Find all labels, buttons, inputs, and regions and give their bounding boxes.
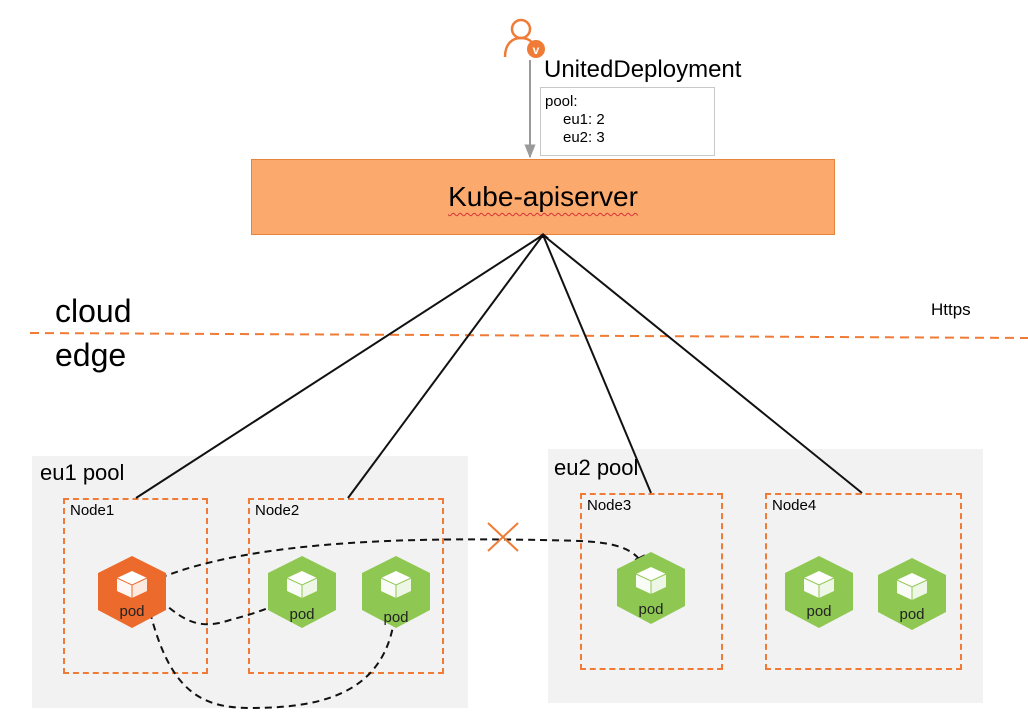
traffic-to-node2-pod2 bbox=[149, 592, 402, 710]
traffic-to-node2-pod1 bbox=[159, 593, 295, 626]
apiserver-label: Kube-apiserver bbox=[448, 181, 638, 212]
node-label: Node4 bbox=[772, 497, 817, 514]
protocol-label: Https bbox=[931, 300, 971, 319]
pod-node2-2: pod bbox=[362, 556, 430, 628]
pod-node1-1: pod bbox=[98, 556, 166, 628]
pod-label: pod bbox=[383, 609, 408, 626]
pod-label: pod bbox=[899, 606, 924, 623]
resource-spec: pool: eu1: 2 eu2: 3 bbox=[540, 87, 715, 156]
node-label: Node3 bbox=[587, 497, 632, 514]
traffic-to-node3-pod bbox=[159, 538, 646, 579]
node-node3: Node3 bbox=[580, 493, 723, 670]
edge-label: edge bbox=[55, 337, 127, 373]
pod-node4-1: pod bbox=[785, 556, 853, 628]
node-node1: Node1 bbox=[63, 498, 208, 674]
resource-title: UnitedDeployment bbox=[544, 56, 742, 83]
kube-apiserver-box: Kube-apiserver bbox=[251, 159, 835, 235]
node-node4: Node4 bbox=[765, 493, 962, 670]
pod-label: pod bbox=[119, 603, 144, 620]
pod-node4-2: pod bbox=[878, 558, 946, 630]
box-icon bbox=[635, 567, 667, 594]
connection-node2 bbox=[347, 234, 544, 499]
box-icon bbox=[380, 571, 412, 598]
connection-node3 bbox=[542, 234, 652, 494]
spec-line: eu1: 2 bbox=[563, 111, 605, 128]
blocked-traffic-icon bbox=[487, 522, 519, 552]
connection-node4 bbox=[542, 234, 863, 494]
pod-label: pod bbox=[638, 601, 663, 618]
pool-label: eu1 pool bbox=[40, 460, 125, 485]
spec-line: pool: bbox=[545, 93, 578, 110]
user-icon: v bbox=[503, 18, 545, 58]
cloud-label: cloud bbox=[55, 293, 132, 329]
box-icon bbox=[803, 571, 835, 598]
connection-node1 bbox=[135, 234, 544, 499]
pod-node2-1: pod bbox=[268, 556, 336, 628]
box-icon bbox=[116, 571, 148, 598]
pod-node3-1: pod bbox=[617, 552, 685, 624]
node-label: Node1 bbox=[70, 502, 115, 519]
pod-label: pod bbox=[289, 606, 314, 623]
box-icon bbox=[896, 573, 928, 600]
spec-line: eu2: 3 bbox=[563, 129, 605, 146]
pod-label: pod bbox=[806, 603, 831, 620]
cloud-edge-boundary bbox=[29, 332, 1028, 339]
node-label: Node2 bbox=[255, 502, 300, 519]
node-node2: Node2 bbox=[248, 498, 444, 674]
pool-label: eu2 pool bbox=[554, 455, 639, 480]
user-badge-letter: v bbox=[533, 43, 540, 57]
box-icon bbox=[286, 571, 318, 598]
connection-hub-arrow bbox=[537, 233, 549, 238]
